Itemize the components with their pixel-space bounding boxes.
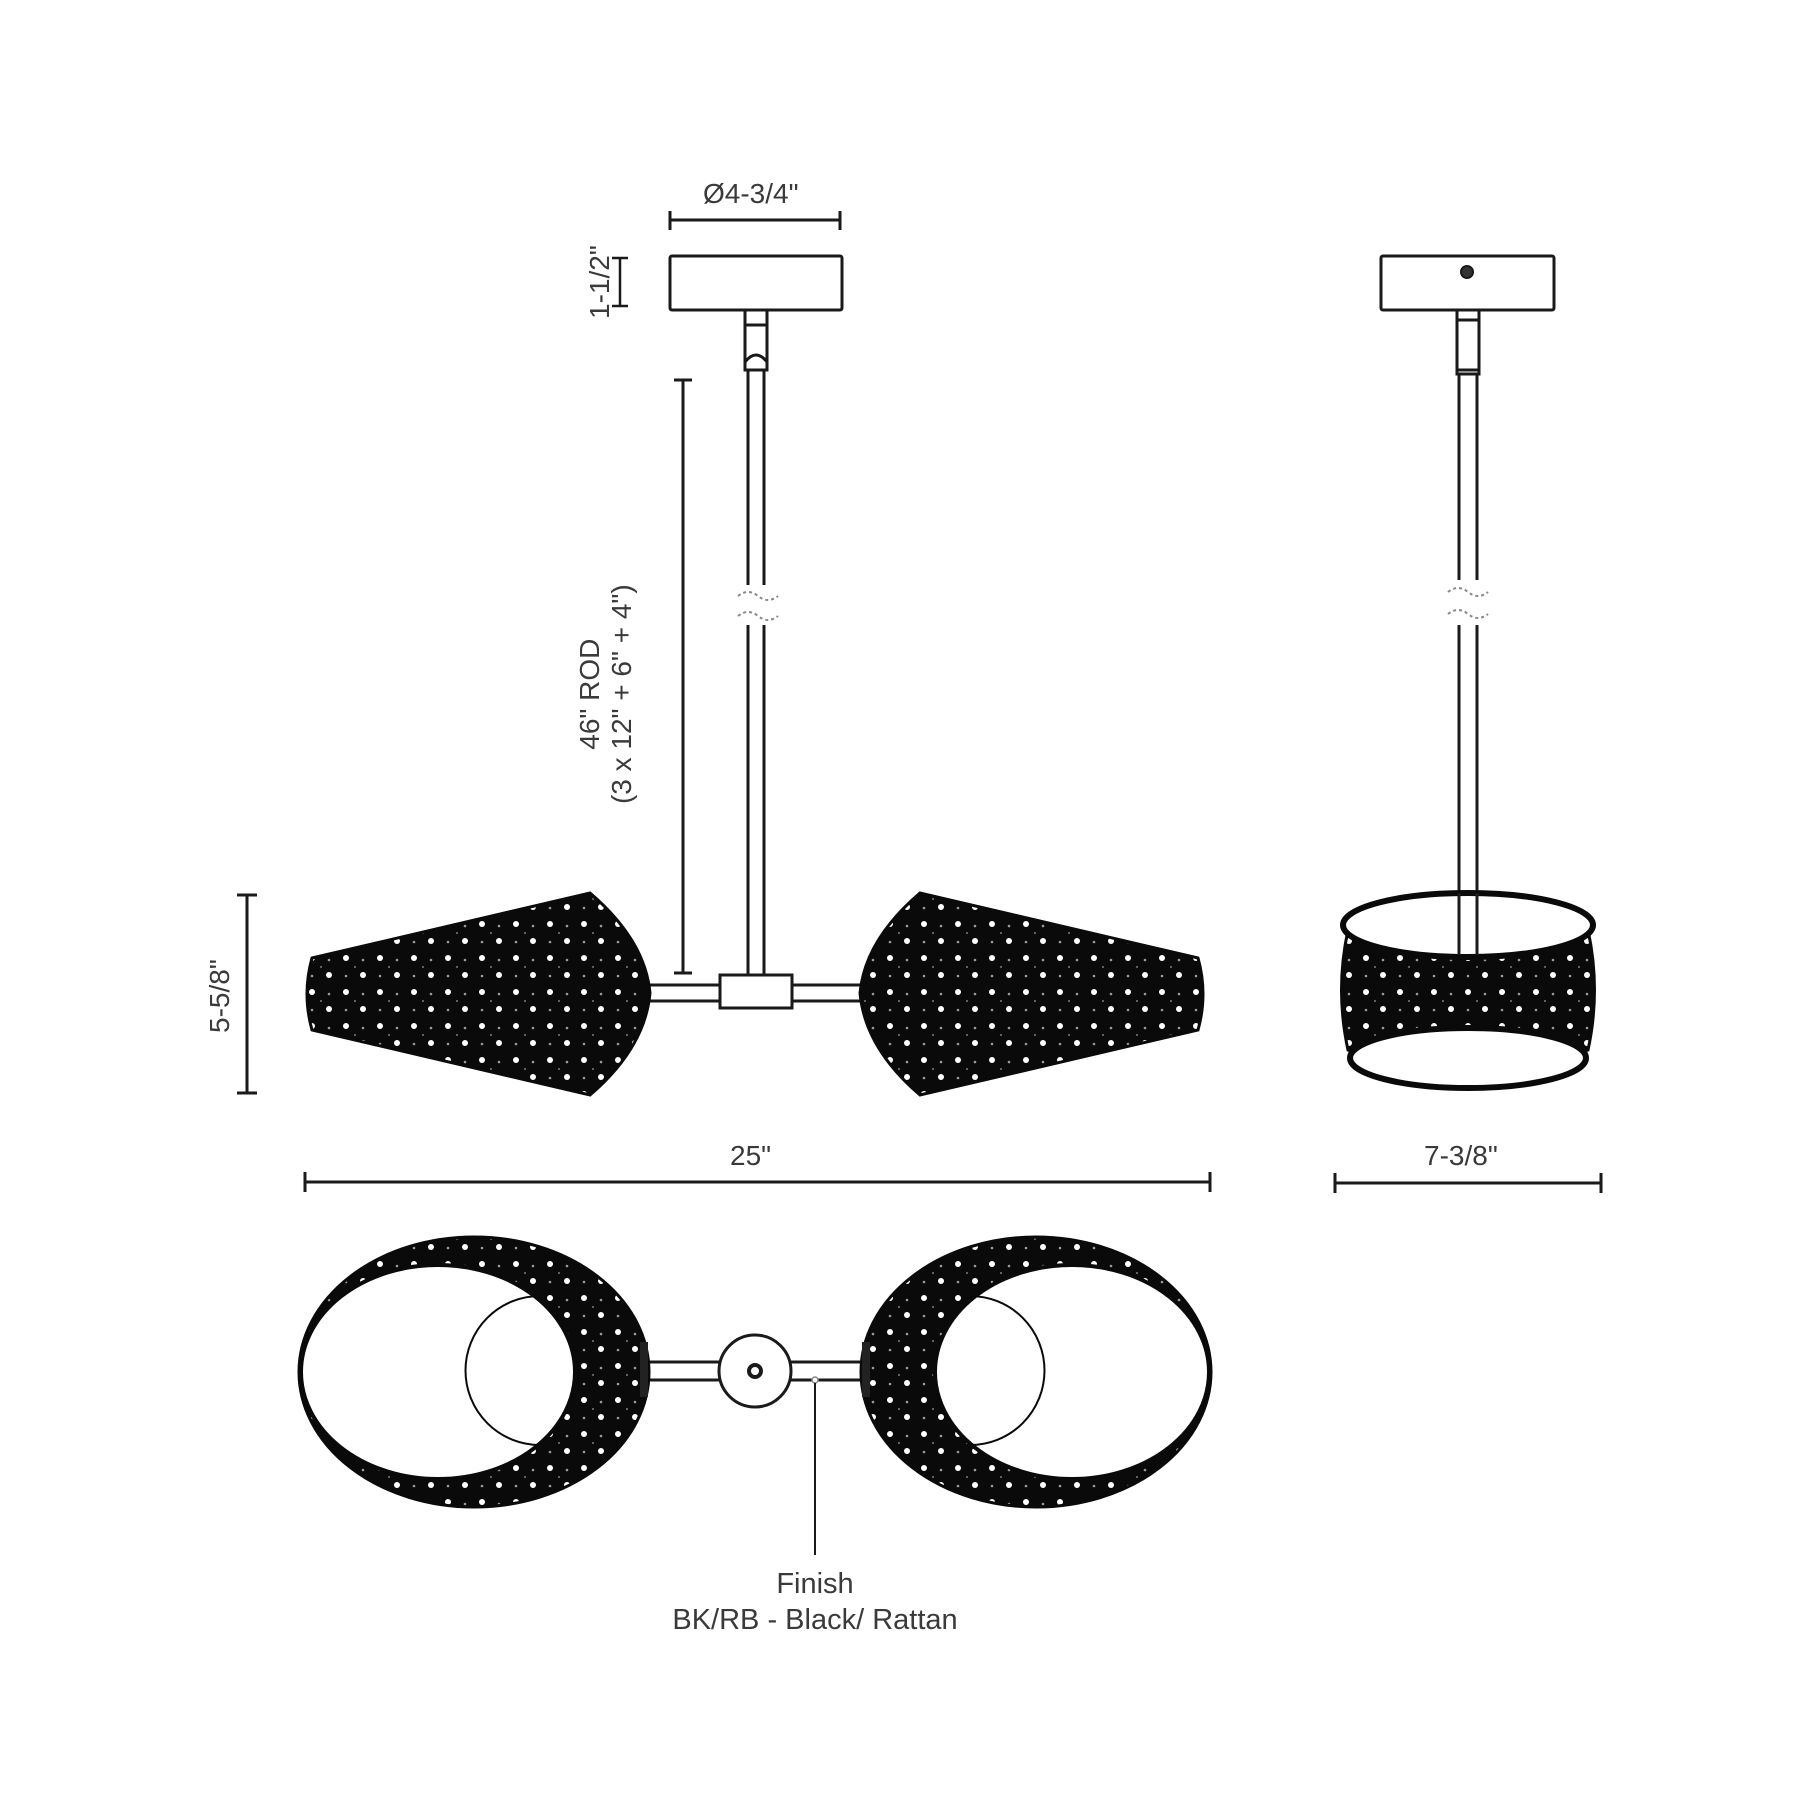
side-swivel-fitting (1455, 308, 1481, 376)
side-canopy (1379, 254, 1556, 312)
rod-length-dimension-line (674, 378, 692, 975)
side-rod-break-mark-icon (1447, 587, 1489, 619)
canopy-screw-icon (1460, 265, 1474, 279)
rod-length-label: 46" ROD (3 x 12" + 6" + 4") (574, 574, 638, 814)
canopy-height-dimension-line (612, 256, 628, 308)
canopy-diameter-dimension-line (668, 211, 842, 230)
finish-leader-line (811, 1376, 819, 1555)
shade-height-dimension-line (237, 893, 257, 1095)
shade-height-label: 5-5/8" (203, 959, 235, 1033)
rod-breakdown-text: (3 x 12" + 6" + 4") (606, 584, 637, 805)
side-rod (1457, 374, 1479, 950)
arm (650, 973, 860, 1010)
finish-title: Finish (776, 1568, 854, 1600)
bottom-view (297, 1235, 1213, 1555)
right-shade-bottom (859, 1235, 1213, 1509)
overall-width-label: 25" (730, 1140, 772, 1171)
rod-length-text: 46" ROD (573, 638, 605, 750)
finish-option: BK/RB - Black/ Rattan (672, 1604, 958, 1636)
canopy-height-label: 1-1/2" (583, 245, 615, 319)
rod (746, 370, 766, 978)
right-shade (858, 891, 1205, 1097)
left-shade (305, 891, 652, 1097)
swivel-fitting (743, 308, 769, 372)
overall-width-dimension-line (303, 1172, 1212, 1192)
hub-center-icon (747, 1363, 763, 1379)
front-view (237, 211, 1212, 1192)
canopy (668, 254, 844, 312)
canopy-diameter-label: Ø4-3/4" (703, 178, 799, 209)
hub (718, 973, 794, 1010)
side-width-dimension-line (1333, 1173, 1603, 1193)
side-width-label: 7-3/8" (1424, 1140, 1498, 1171)
side-view (1333, 254, 1603, 1193)
left-shade-bottom (297, 1235, 651, 1509)
side-shade (1340, 890, 1596, 1091)
rod-break-mark-icon (737, 591, 779, 621)
